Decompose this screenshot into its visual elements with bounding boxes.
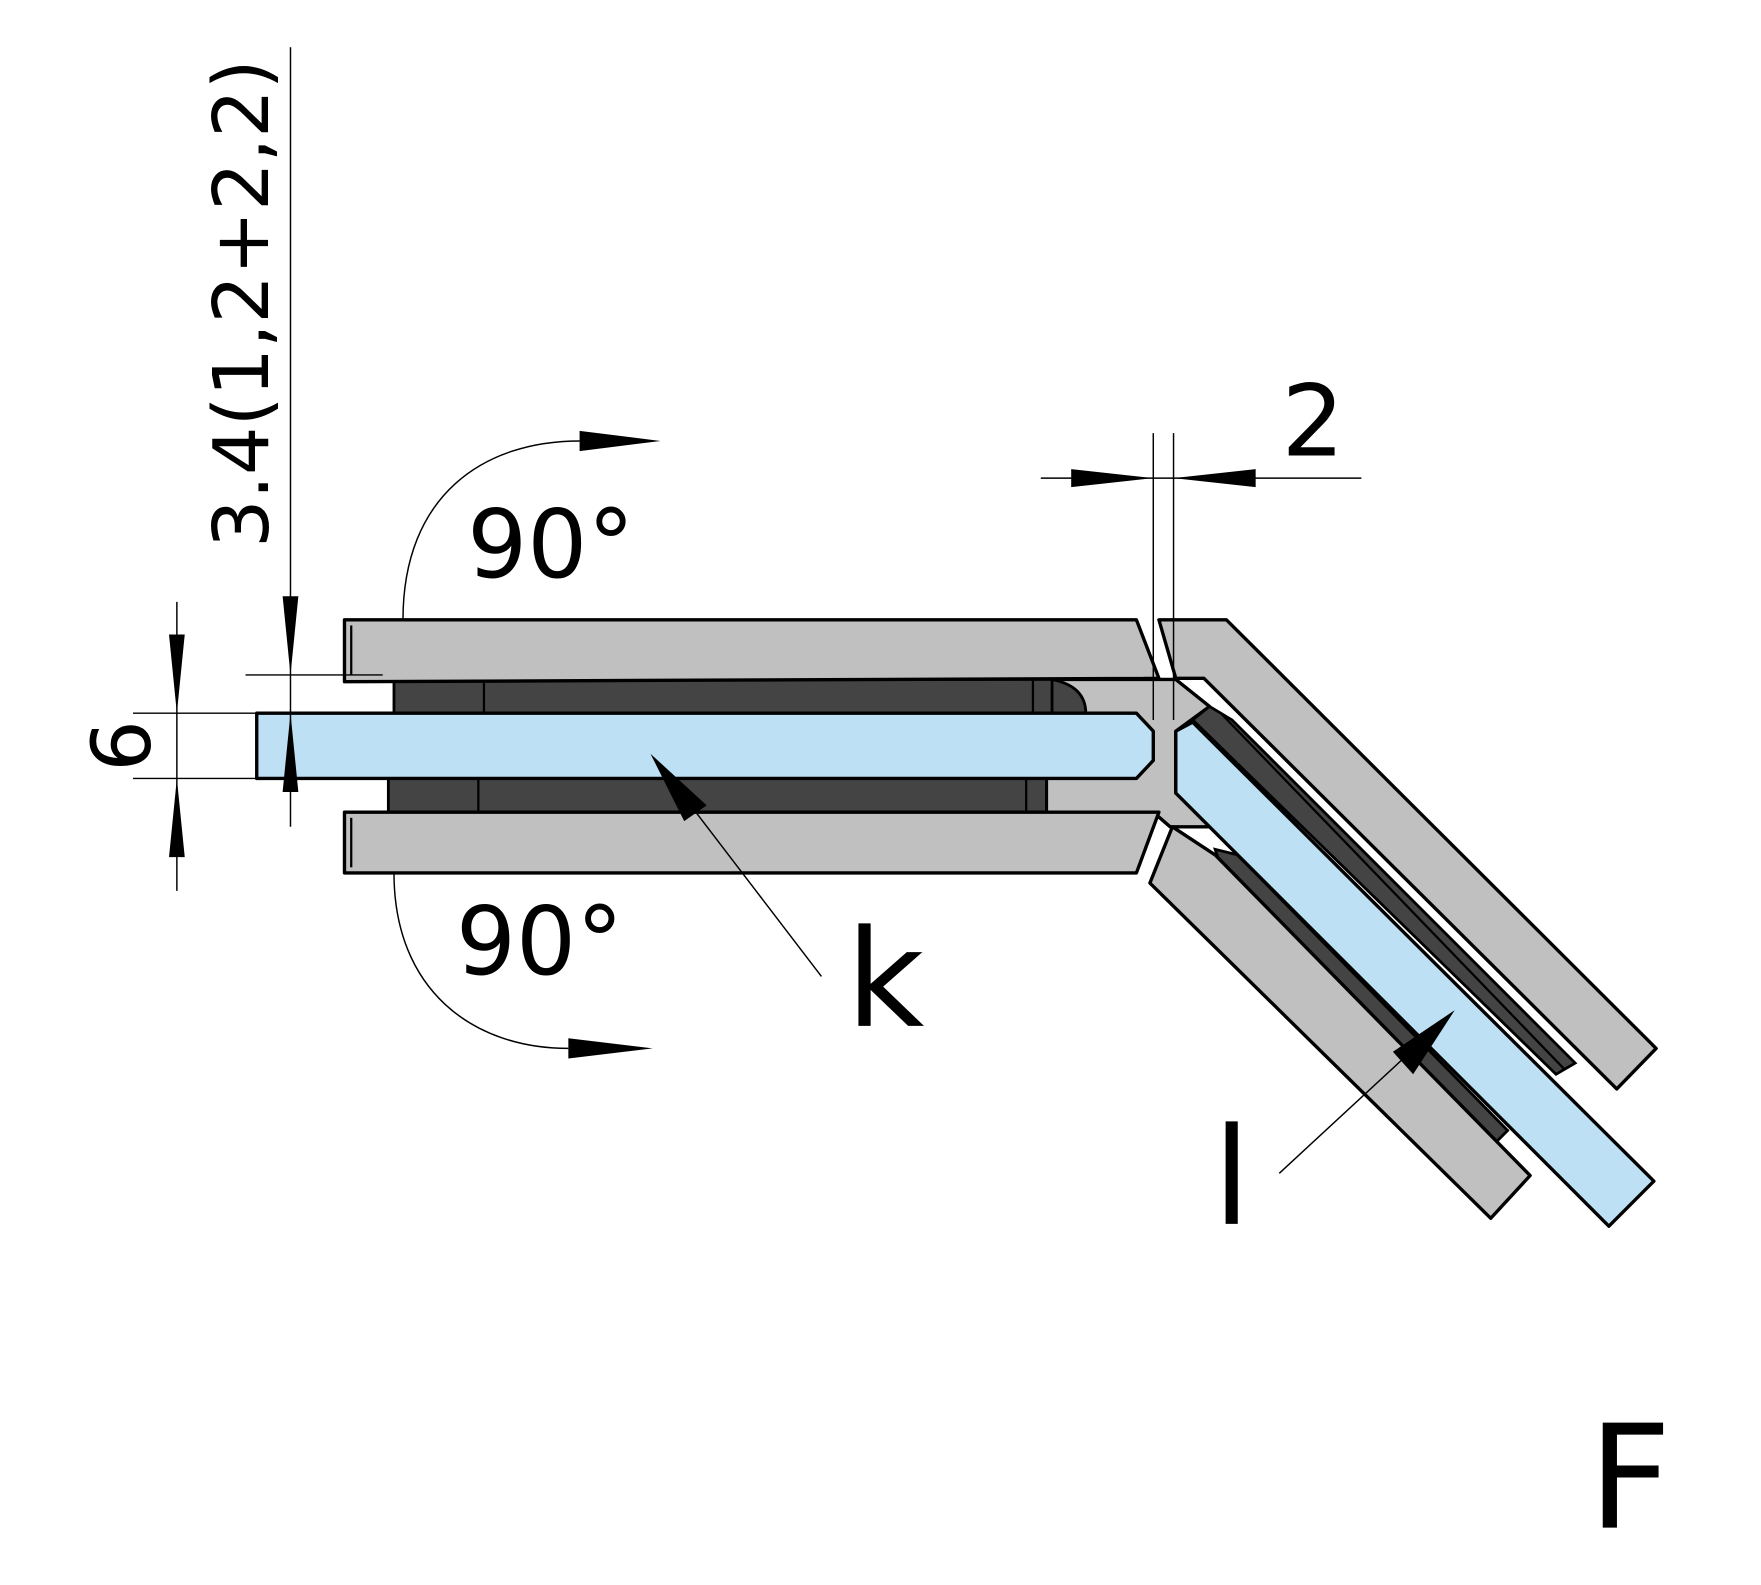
gap-width-dimension (1040, 433, 1362, 720)
lower-left-plate (342, 810, 1161, 875)
lower-right-plate (1148, 825, 1532, 1220)
upper-left-plate (342, 618, 1161, 684)
clamp-thickness-label: 3.4(1,2+2,2) (198, 59, 287, 548)
left-glass-pane (255, 711, 1155, 781)
glass-thickness-label: 6 (76, 720, 170, 772)
callout-l-leader (1278, 1010, 1455, 1174)
gap-width-label: 2 (1282, 365, 1345, 480)
upper-rotation-arc (402, 430, 661, 620)
clamp-thickness-dimension (245, 47, 383, 827)
upper-left-gasket (392, 677, 1088, 715)
view-label: F (1589, 1394, 1672, 1562)
callout-l-label: l (1213, 1099, 1251, 1256)
right-glass-pane (1174, 720, 1656, 1228)
upper-angle-label: 90° (467, 490, 634, 600)
callout-k-label: k (846, 901, 924, 1058)
upper-right-plate (1157, 618, 1658, 1091)
lower-rotation-arc (393, 872, 653, 1059)
lower-left-gasket (386, 777, 1048, 814)
lower-angle-label: 90° (456, 887, 623, 997)
callout-k-leader (650, 753, 823, 977)
glass-thickness-dimension (132, 601, 259, 891)
